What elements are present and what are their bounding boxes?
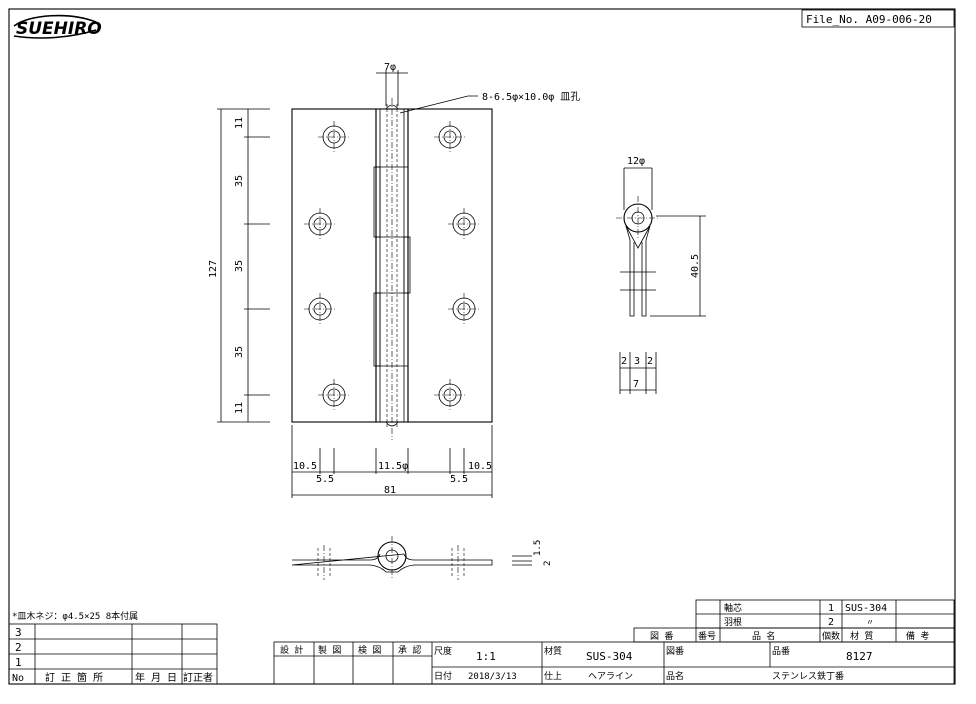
part-1-qty: 1 [828, 603, 834, 614]
dim-5-5-left: 5.5 [316, 474, 334, 485]
date-value: 2018/3/13 [468, 672, 517, 682]
hole-note: 8-6.5φ×10.0φ 皿孔 [482, 91, 580, 103]
front-view: 7φ 8-6.5φ×10.0φ 皿孔 11 35 35 35 11 127 10… [208, 62, 580, 498]
revision-row-3: 3 [15, 626, 22, 639]
pin-diameter-label: 7φ [384, 62, 396, 73]
dim-5-5-right: 5.5 [450, 474, 468, 485]
scale-value: 1:1 [476, 650, 496, 663]
side-total: 7 [633, 379, 639, 390]
sheet-border [8, 8, 956, 685]
revision-header-location: 訂 正 箇 所 [45, 671, 103, 684]
product-name-label: 品名 [666, 670, 684, 682]
drawing-no-label: 図番 [666, 645, 684, 657]
revision-header-reviser: 訂正者 [183, 671, 213, 684]
hole-right-4 [434, 379, 466, 411]
dim-11-5-knuckle: 11.5φ [378, 461, 408, 472]
revision-header-date: 年 月 日 [135, 671, 177, 684]
side-leaf-thickness-right: 2 [647, 356, 653, 367]
part-2-qty: 2 [828, 617, 834, 628]
screw-holes [304, 121, 480, 411]
dim-35-a: 35 [234, 175, 245, 187]
parts-header-name: 品 名 [752, 630, 775, 642]
left-leaf [291, 108, 377, 423]
dim-10-5-left: 10.5 [293, 461, 317, 472]
role-check: 検 図 [358, 644, 381, 656]
side-height: 40.5 [690, 254, 701, 278]
parts-header-drawing-no: 図 番 [650, 630, 673, 642]
parts-header-qty: 個数 [822, 630, 840, 642]
hole-left-3 [304, 293, 336, 325]
material-value: SUS-304 [586, 650, 633, 663]
hole-right-3 [448, 293, 480, 325]
revision-row-2: 2 [15, 641, 22, 654]
finish-label: 仕上 [544, 670, 562, 682]
revision-row-1: 1 [15, 656, 22, 669]
dim-overall-width: 81 [384, 485, 396, 496]
part-2-name: 羽根 [724, 616, 742, 628]
role-design: 設 計 [280, 644, 303, 656]
revision-header-no: No [12, 673, 24, 684]
file-number: File_No. A09-006-20 [806, 13, 932, 26]
date-label: 日付 [434, 671, 452, 682]
role-drafting: 製 図 [318, 644, 341, 656]
hole-left-1 [318, 121, 350, 153]
part-1-name: 軸芯 [724, 602, 742, 614]
parts-table: 軸芯 1 SUS-304 羽根 2 〃 図 番 番号 品 名 個数 材 質 備 … [633, 599, 955, 643]
side-knuckle-diameter: 12φ [627, 156, 645, 167]
bottom-view: 1.5 2 [291, 536, 553, 580]
dim-overall-height: 127 [208, 260, 219, 278]
side-view: 12φ 40.5 2 3 2 7 [616, 156, 706, 394]
file-number-box: File_No. A09-006-20 [801, 9, 955, 28]
dim-10-5-right: 10.5 [468, 461, 492, 472]
material-label: 材質 [544, 645, 562, 657]
title-block: 設 計 製 図 検 図 承 認 尺度 1:1 材質 SUS-304 図番 品番 … [273, 641, 955, 685]
parts-header-material: 材 質 [850, 630, 873, 642]
parts-header-remarks: 備 考 [906, 630, 929, 642]
parts-header-number: 番号 [698, 630, 716, 642]
logo-text: SUEHIRO [16, 19, 102, 39]
dim-35-b: 35 [234, 260, 245, 272]
scale-label: 尺度 [434, 645, 452, 657]
finish-value: ヘアライン [588, 671, 633, 682]
hole-left-4 [318, 379, 350, 411]
side-leaf-thickness-left: 2 [621, 356, 627, 367]
suehiro-logo: SUEHIRO [13, 14, 102, 39]
revision-table: 3 2 1 No 訂 正 箇 所 年 月 日 訂正者 [8, 623, 218, 685]
product-no-value: 8127 [846, 650, 873, 663]
hole-right-1 [434, 121, 466, 153]
role-approve: 承 認 [398, 644, 421, 656]
right-leaf [407, 108, 493, 423]
screw-note: *皿木ネジ：φ4.5×25 8本付属 [12, 610, 138, 622]
product-name-value: ステンレス鉄丁番 [772, 670, 844, 682]
dim-11-top: 11 [234, 117, 245, 129]
dim-35-c: 35 [234, 346, 245, 358]
side-gap: 3 [634, 356, 640, 367]
dim-11-bottom: 11 [234, 402, 245, 414]
hole-left-2 [304, 208, 336, 240]
bottom-dim-1-5: 1.5 [533, 540, 543, 556]
part-1-material: SUS-304 [845, 603, 887, 614]
part-2-material: 〃 [866, 618, 874, 627]
bottom-dim-2: 2 [543, 561, 553, 566]
product-no-label: 品番 [772, 645, 790, 657]
hole-right-2 [448, 208, 480, 240]
